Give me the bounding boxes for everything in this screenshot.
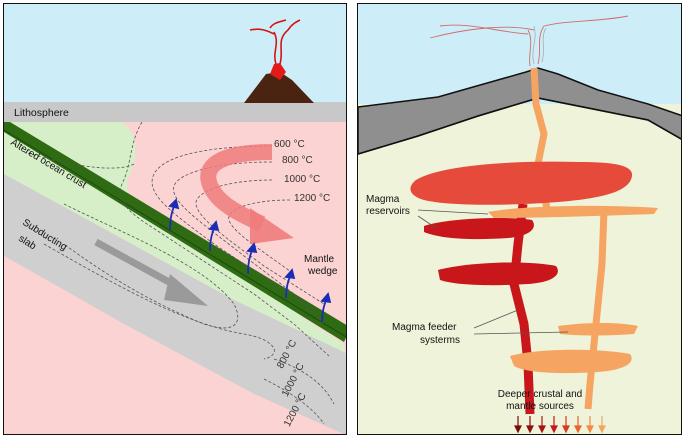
mantle-wedge-label-line2: wedge [307,266,338,277]
isotherm-label-1000: 1000 °C [284,174,320,185]
source-arrows [514,416,606,434]
isotherm-label-1200: 1200 °C [294,193,330,204]
magma-system-panel: Magma reservoirs Magma feeder systerms D… [357,3,682,435]
magma-reservoirs-label-line2: reservoirs [366,206,410,217]
isotherm-label-800: 800 °C [282,155,313,166]
mantle-flow-arrow [200,144,294,244]
eruption-plume [429,15,629,67]
reservoir-top [410,161,633,205]
deeper-sources-label-line1: Deeper crustal and [498,389,583,400]
label-leader-lines [417,209,569,335]
subduction-diagram-panel: Lithosphere [3,3,347,435]
magma-feeder-label-line1: Magma feeder [392,322,457,333]
reservoir-orange-mid [558,323,638,336]
reservoir-orange-lower [510,349,632,374]
reservoir-orange-upper [488,205,658,218]
lithosphere-band [4,102,346,122]
slab-motion-arrow [94,238,208,306]
deeper-sources-label-line2: mantle sources [506,401,574,412]
altered-ocean-crust [4,122,346,342]
lithosphere-label: Lithosphere [14,107,69,119]
reservoir-red-mid [424,218,534,240]
fluid-release-arrows [168,198,332,323]
magma-reservoirs-label-line1: Magma [366,194,400,205]
mantle-wedge-label-line1: Mantle [304,254,334,265]
volcano-icon [244,19,314,103]
magma-feeder-label-line2: systerms [420,335,460,346]
slab-green-layer [4,134,344,364]
red-feeder-conduit [509,203,535,415]
reservoir-red-lower [438,262,558,286]
plume-smoke [532,25,547,65]
subducting-slab [4,174,346,434]
isotherm-label-600: 600 °C [274,139,305,150]
mantle-below-slab [4,256,344,434]
crust-boundary-line [4,129,346,338]
